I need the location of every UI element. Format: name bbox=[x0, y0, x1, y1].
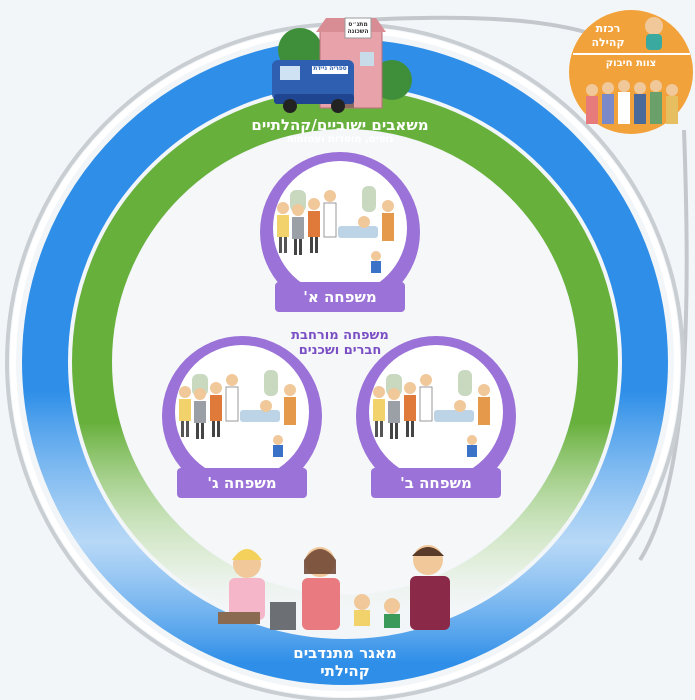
team-people-icon bbox=[586, 80, 678, 124]
volunteers-illustration bbox=[218, 545, 450, 630]
coordinator-title: רכזת bbox=[595, 22, 621, 35]
building-sign: מתנ״ס השכונה bbox=[347, 21, 369, 35]
library-van-illustration bbox=[272, 60, 354, 113]
community-ring bbox=[72, 89, 618, 635]
community-resources-sublabel: גופים, מוסדות ועמותות bbox=[286, 134, 394, 145]
family-a-label: משפחה א' bbox=[303, 288, 377, 306]
volunteer-pool-sublabel: קהילתי bbox=[320, 662, 370, 680]
family-c-label: משפחה ג' bbox=[207, 474, 277, 492]
community-resources-label: משאבים ישוביים/קהלתיים bbox=[251, 116, 429, 134]
family-b-label: משפחה ב' bbox=[400, 474, 472, 492]
volunteer-pool-label: מאגר מתנדבים bbox=[293, 644, 397, 662]
coordinator-badge bbox=[569, 10, 693, 134]
van-sign: ספריה ניידת bbox=[313, 65, 347, 72]
extended-family-label: משפחה מורחבת bbox=[291, 328, 389, 343]
family-illustration-b bbox=[373, 370, 490, 457]
friends-neighbors-label: חברים ושכנים bbox=[298, 343, 382, 358]
team-label: צוות חיבוק bbox=[605, 58, 657, 69]
family-illustration-a bbox=[277, 186, 394, 273]
coordinator-title-line2: קהילה bbox=[591, 36, 625, 49]
family-illustration-c bbox=[179, 370, 296, 457]
